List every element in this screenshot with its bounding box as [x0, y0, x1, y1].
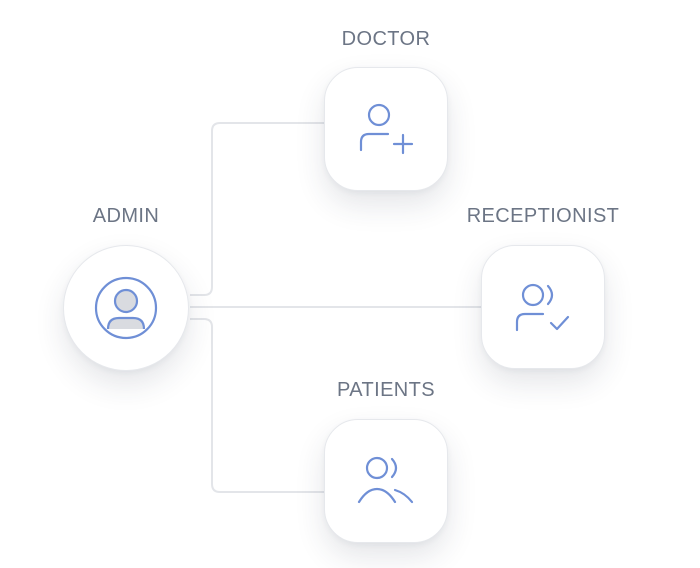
admin-node[interactable] [63, 245, 189, 371]
users-group-icon [357, 456, 414, 504]
doctor-label: DOCTOR [341, 28, 431, 50]
connector-admin-patients [190, 318, 325, 493]
receptionist-node[interactable] [481, 245, 605, 369]
admin-user-circle-icon [94, 276, 158, 340]
user-plus-icon [359, 103, 414, 155]
admin-label: ADMIN [92, 205, 160, 227]
users-check-icon [515, 283, 570, 332]
receptionist-label: RECEPTIONIST [466, 205, 620, 227]
connector-admin-doctor [190, 122, 325, 296]
doctor-node[interactable] [324, 67, 448, 191]
patients-label: PATIENTS [336, 379, 436, 401]
patients-node[interactable] [324, 419, 448, 543]
